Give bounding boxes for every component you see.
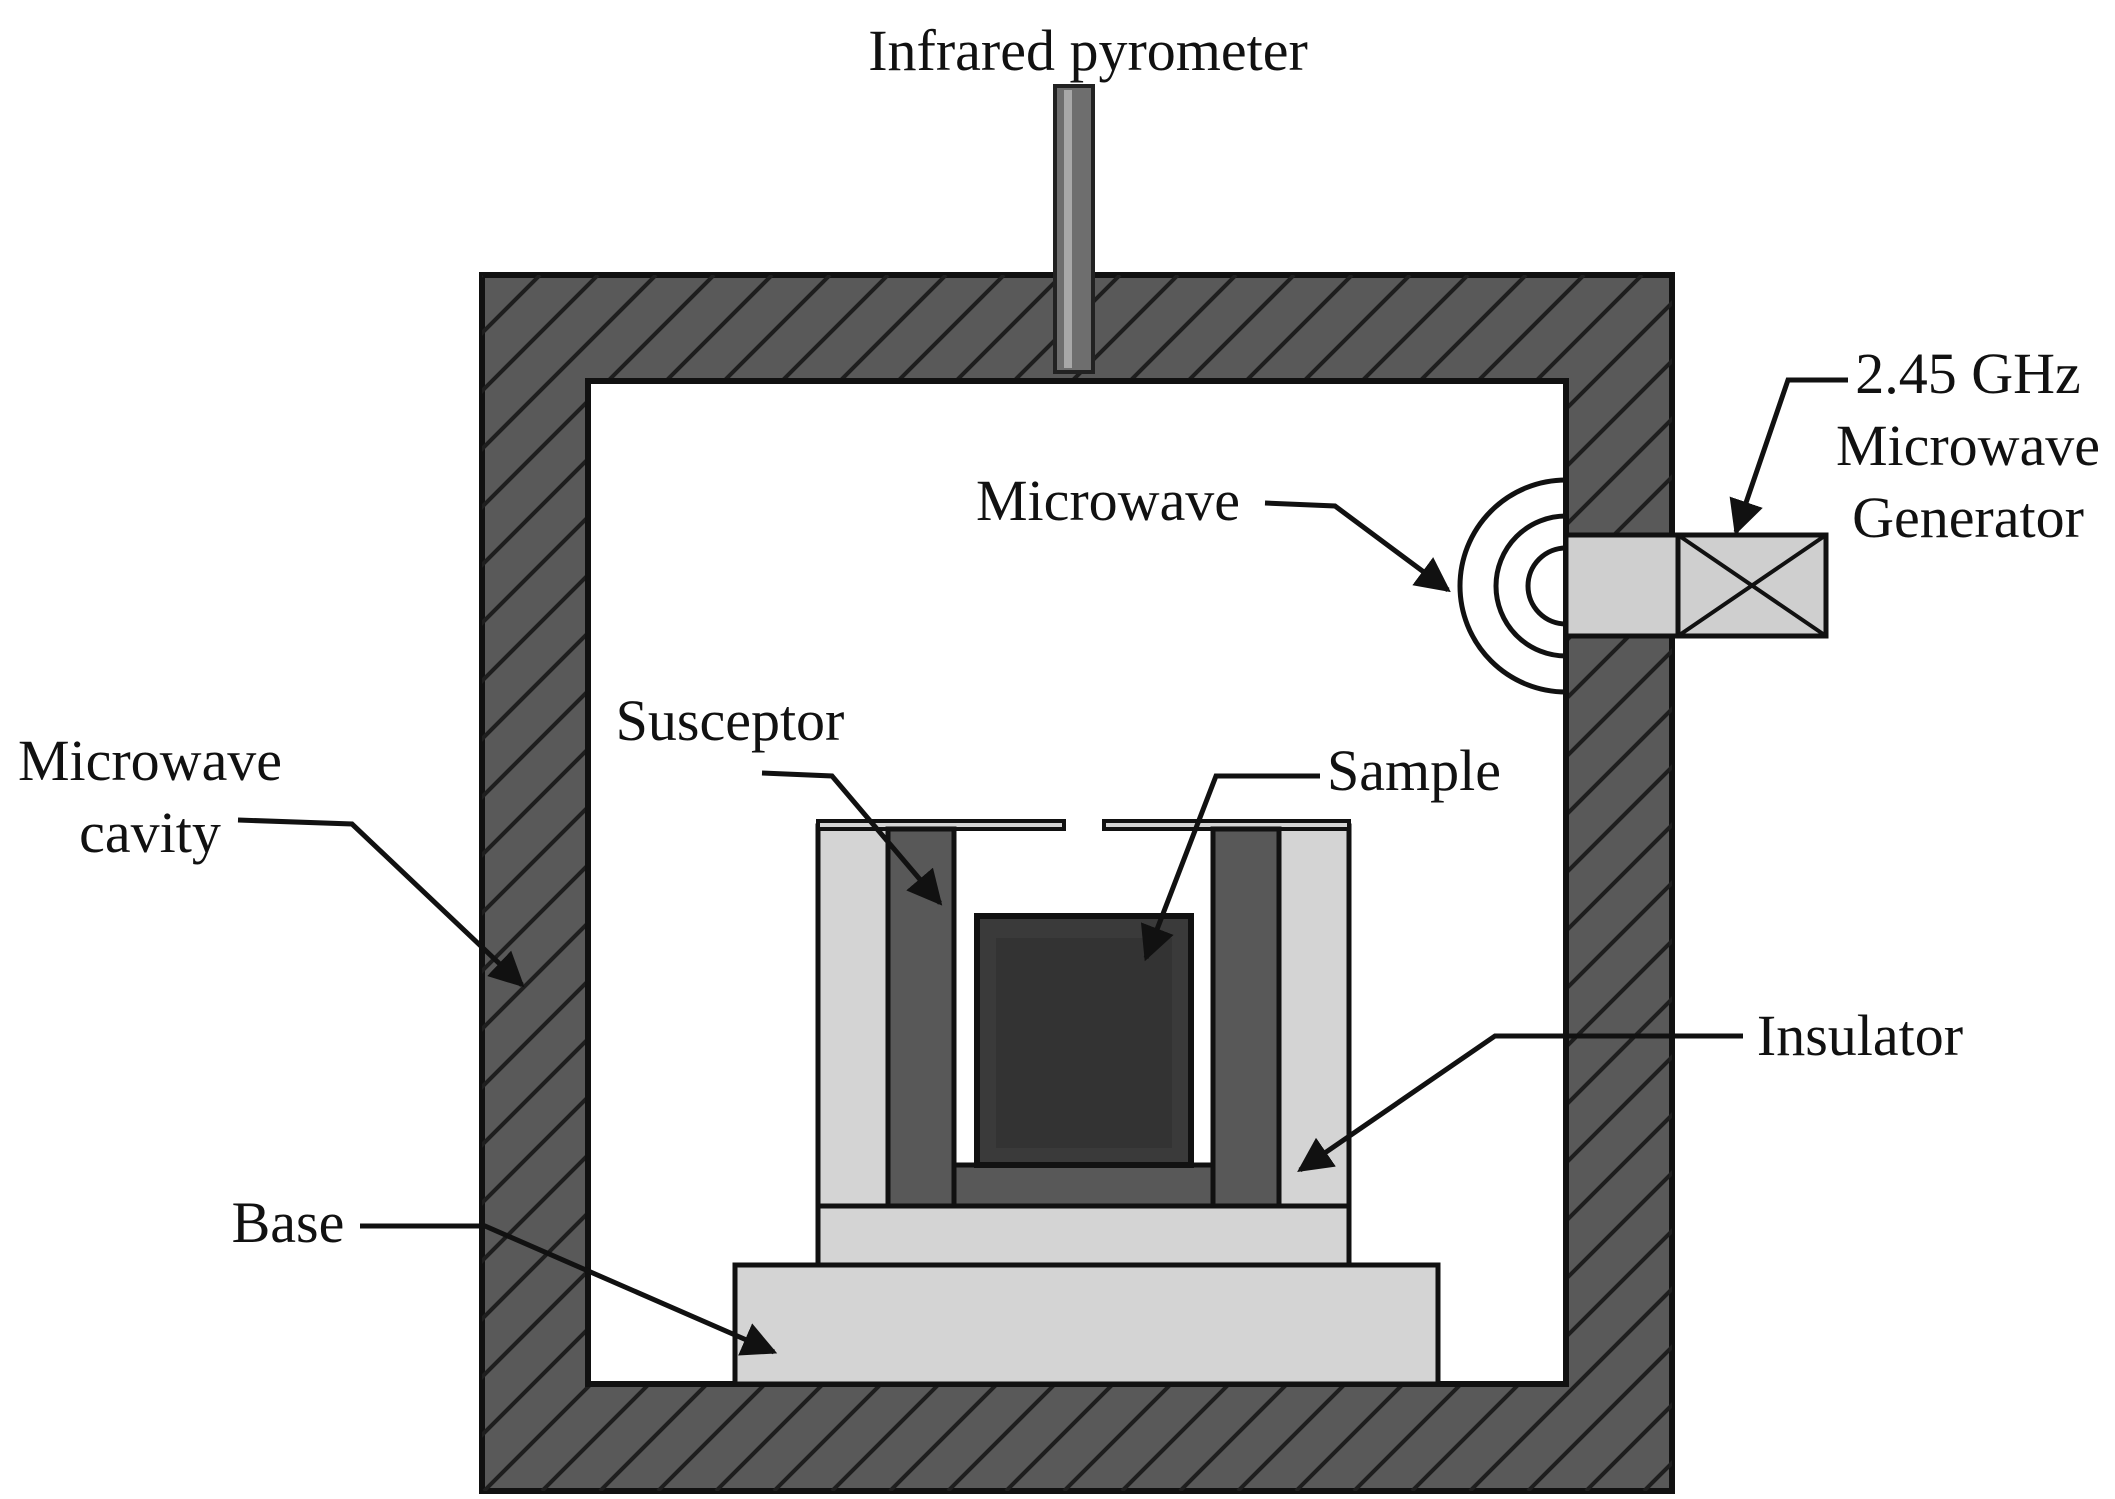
wave-arc-middle <box>1493 513 1567 659</box>
hatch-line <box>482 275 774 1491</box>
label-generator-line1: 2.45 GHz <box>1855 341 2081 406</box>
sample-leader <box>1140 773 1320 962</box>
wave-arc-outer <box>1457 477 1567 695</box>
waveguide <box>1563 532 1681 639</box>
base <box>732 1262 1441 1387</box>
label-cavity-line2: cavity <box>79 800 221 865</box>
generator-cross-2 <box>1676 533 1828 638</box>
infrared-pyrometer <box>1053 84 1095 374</box>
generator-leader <box>1729 377 1848 536</box>
hatch-line <box>482 275 542 1491</box>
wave-arc-inner <box>1525 545 1567 627</box>
microwave-generator <box>1563 532 1829 639</box>
insulator-bottom <box>815 1203 1352 1268</box>
susceptor-bottom <box>951 1162 1216 1209</box>
pyrometer-tube-highlight <box>1064 90 1072 368</box>
hatch-line <box>482 275 484 1491</box>
susceptor-leader <box>761 770 943 906</box>
sample <box>974 913 1194 1168</box>
label-susceptor: Susceptor <box>616 688 845 753</box>
hatch-line <box>482 275 716 1491</box>
label-cavity-line1: Microwave <box>18 728 282 793</box>
insulator-right-wall <box>1276 823 1352 1209</box>
susceptor-right-wall <box>1210 826 1282 1209</box>
label-insulator: Insulator <box>1757 1003 1963 1068</box>
label-generator-line3: Generator <box>1852 485 2084 550</box>
pyrometer-tube <box>1053 84 1095 374</box>
label-microwave: Microwave <box>976 468 1240 533</box>
cavity-leader <box>237 817 525 988</box>
sample-inner-shade <box>996 938 1172 1148</box>
base-leader <box>360 1223 778 1356</box>
microwave-waves <box>1457 477 1567 695</box>
label-base: Base <box>232 1190 345 1255</box>
leader-lines <box>237 377 1848 1356</box>
susceptor-left-wall <box>885 826 957 1209</box>
insulator-leader <box>1297 1033 1743 1173</box>
hatch-line <box>1410 275 1672 1491</box>
label-generator-line2: Microwave <box>1836 413 2100 478</box>
labels: Infrared pyrometer 2.45 GHz Microwave Ge… <box>18 18 2100 1255</box>
label-sample: Sample <box>1327 738 1501 803</box>
susceptor <box>885 826 1282 1209</box>
insulator-left-wall <box>815 823 891 1209</box>
label-infrared-pyrometer: Infrared pyrometer <box>868 18 1308 83</box>
microwave-leader <box>1264 500 1451 593</box>
